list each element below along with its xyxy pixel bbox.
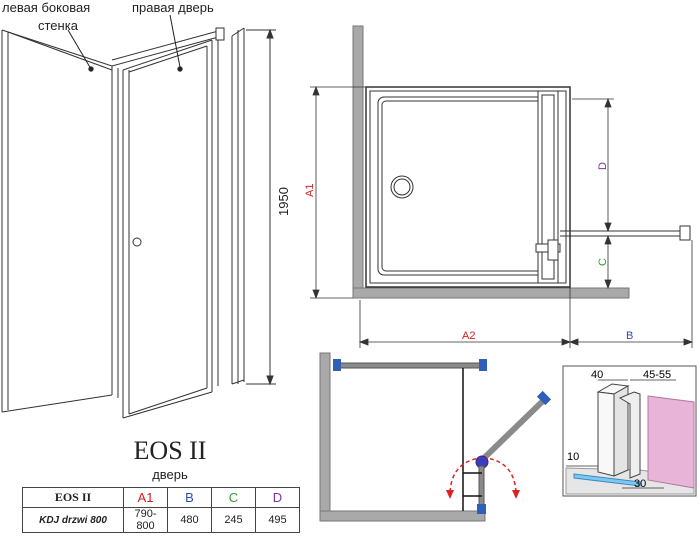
leader-dot-left-panel xyxy=(88,66,94,72)
schematic-hinge-top-right xyxy=(479,359,487,371)
spec-header-model: EOS II xyxy=(22,487,124,508)
dim-d: D xyxy=(597,162,609,170)
dim-c: C xyxy=(597,258,609,266)
spec-header-c: C xyxy=(211,487,256,508)
plan-view xyxy=(310,25,694,348)
spec-cell-c: 245 xyxy=(211,507,256,533)
label-left-panel-line2: стенка xyxy=(38,18,79,33)
swing-arrow-left-head xyxy=(446,490,454,499)
swing-arrows-icon xyxy=(449,457,517,493)
detail-profile xyxy=(596,383,641,479)
dim-a2: A2 xyxy=(462,330,475,342)
spec-table-header: EOS II A1 B C D xyxy=(22,487,300,508)
height-dimension xyxy=(246,28,276,386)
door-frame xyxy=(111,39,219,419)
product-title: EOS II xyxy=(133,436,207,465)
plan-left-wall xyxy=(352,25,364,299)
drain-icon xyxy=(390,175,414,199)
leader-line-right-door xyxy=(169,14,181,68)
label-right-door: правая дверь xyxy=(132,0,214,15)
door-knob-icon xyxy=(132,237,142,247)
label-left-panel-line1: левая боковая xyxy=(2,0,90,15)
detail-dim-30: 30 xyxy=(634,478,646,490)
detail-dim-10: 10 xyxy=(567,451,579,463)
spec-cell-b: 480 xyxy=(167,507,212,533)
dim-b: B xyxy=(626,330,633,342)
schematic-left-wall xyxy=(319,352,331,521)
height-value: 1950 xyxy=(276,187,291,216)
detail-dim-40: 40 xyxy=(591,369,603,381)
plan-bottom-wall xyxy=(352,287,630,299)
leader-line-left-panel xyxy=(67,29,92,70)
plan-door-profile xyxy=(535,90,561,284)
opening-schematic xyxy=(319,352,552,522)
profile-detail xyxy=(562,365,697,497)
plan-stabilizer-bar xyxy=(560,225,691,241)
left-side-panel xyxy=(1,29,113,413)
swing-arrow-right-head xyxy=(512,490,520,499)
detail-dimension-lines xyxy=(566,379,676,489)
spec-cell-a1: 790-800 xyxy=(123,507,168,533)
schematic-hinge-door-end xyxy=(536,390,552,406)
table-row: KDJ drzwi 800 790-800 480 245 495 xyxy=(22,507,300,533)
spec-cell-d: 495 xyxy=(255,507,300,533)
leader-dot-right-door xyxy=(177,66,183,72)
schematic-hinge-bottom xyxy=(477,504,486,514)
detail-dim-45-55: 45-55 xyxy=(643,369,671,381)
product-subtitle: дверь xyxy=(152,467,188,482)
schematic-hinge-top-left xyxy=(333,359,341,371)
dim-a1: A1 xyxy=(304,184,316,197)
schematic-bottom-wall xyxy=(319,510,486,522)
spec-header-d: D xyxy=(255,487,300,508)
spec-header-b: B xyxy=(167,487,212,508)
fixed-right-segment xyxy=(231,27,245,385)
schematic-door-panel xyxy=(479,395,549,463)
detail-pink-wall xyxy=(647,395,695,489)
plan-dimension-lines xyxy=(310,85,694,348)
spec-header-a1: A1 xyxy=(123,487,168,508)
schematic-top-panel xyxy=(335,362,485,369)
detail-glass-strip xyxy=(573,473,641,487)
spec-cell-model: KDJ drzwi 800 xyxy=(22,507,124,533)
shower-tray xyxy=(365,86,571,288)
top-stabilizer-bar xyxy=(111,27,225,67)
spec-table: EOS II A1 B C D KDJ drzwi 800 790-800 48… xyxy=(22,487,300,533)
perspective-view xyxy=(1,14,276,419)
